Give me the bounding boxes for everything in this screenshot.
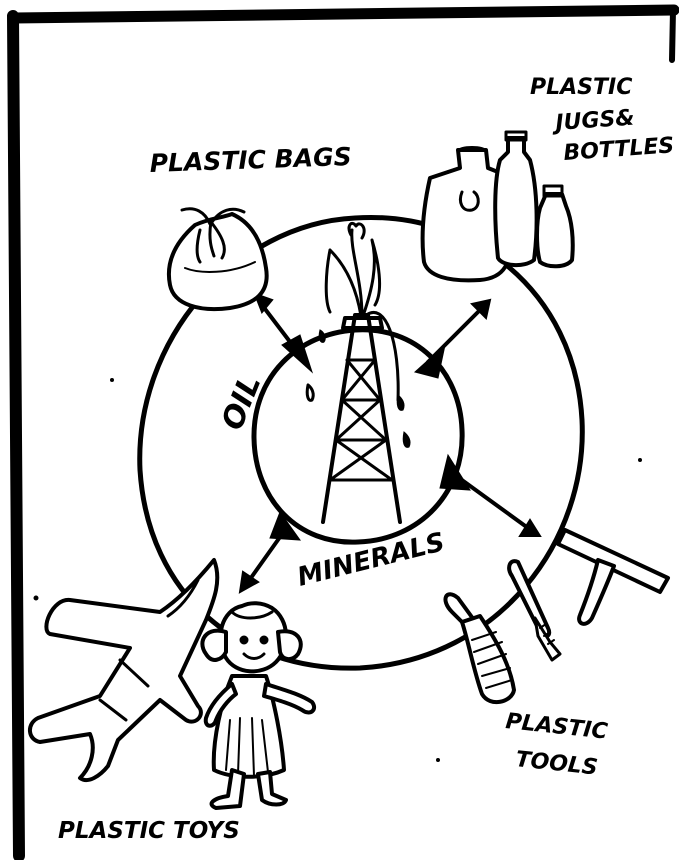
plastic-jugs-label-line2: JUGS& xyxy=(551,106,636,137)
plastic-tools-icon xyxy=(445,530,668,702)
toy-doll-icon xyxy=(202,603,314,808)
plastic-jugs-label-line3: BOTTLES xyxy=(563,133,675,166)
plastic-jugs-label-line1: PLASTIC xyxy=(530,75,632,100)
plastic-bag-icon xyxy=(169,209,267,309)
plastic-toys-label: PLASTIC TOYS xyxy=(58,818,240,844)
toy-airplane-icon xyxy=(30,560,217,780)
arrow-to-bottles xyxy=(415,300,490,378)
plastic-tools-label-line2: TOOLS xyxy=(514,747,598,780)
plastic-jugs-and-bottles-icon xyxy=(423,132,573,280)
plastic-bags-label: PLASTIC BAGS xyxy=(149,142,352,178)
oil-derrick-icon xyxy=(307,223,410,522)
arrow-to-tools xyxy=(440,455,540,536)
plastic-tools-label-line1: PLASTIC xyxy=(504,709,608,745)
oil-label: OIL xyxy=(215,370,268,435)
